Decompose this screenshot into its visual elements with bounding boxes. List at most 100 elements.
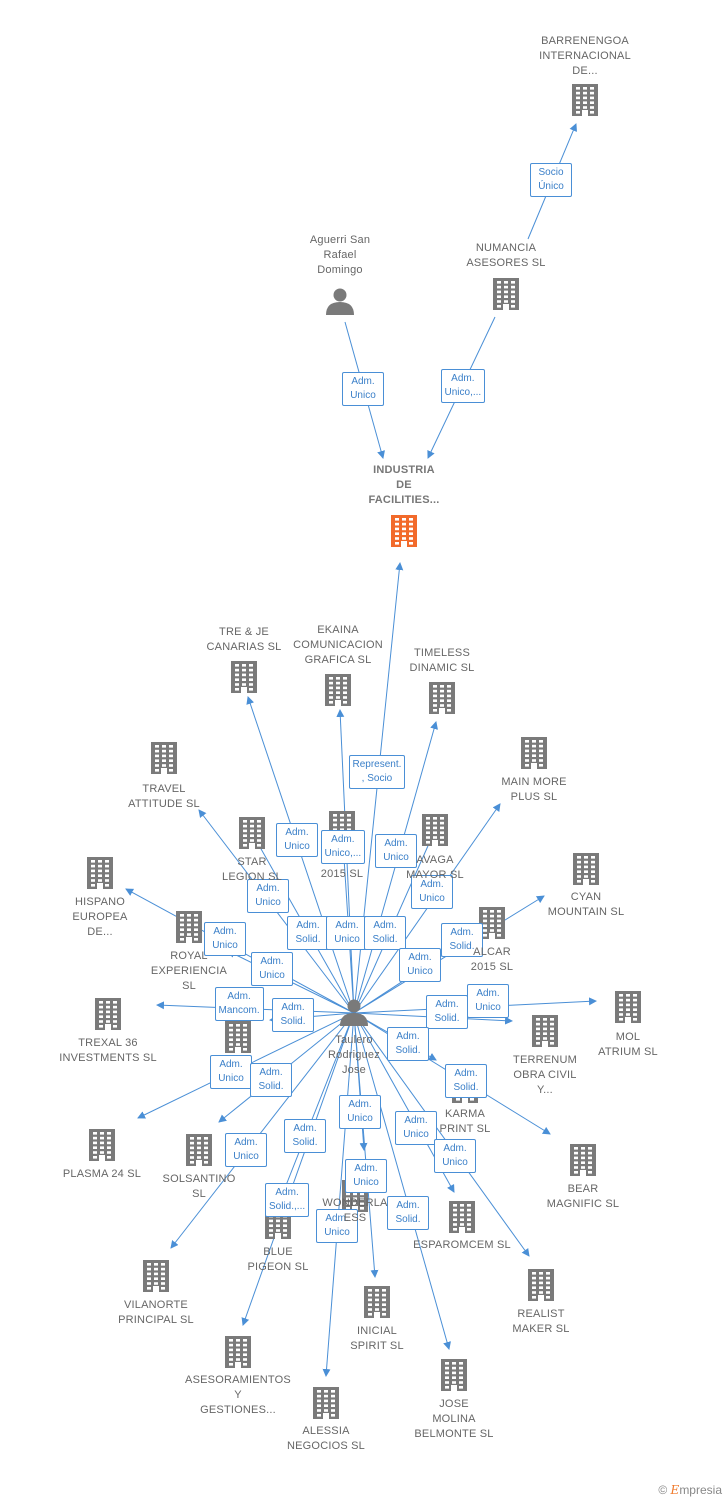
node-label-asesoramientos[interactable]: ASESORAMIENTOS Y GESTIONES... <box>185 1374 291 1416</box>
node-label-jose[interactable]: JOSE MOLINA BELMONTE SL <box>414 1398 494 1440</box>
edge-label-taulero-to-travel[interactable]: Adm. Unico <box>247 879 289 913</box>
node-label-hispano[interactable]: HISPANO EUROPEA DE... <box>72 896 128 938</box>
edge-label-taulero-to-bear[interactable]: Adm. Solid. <box>445 1064 487 1098</box>
focus-building-icon-industria[interactable] <box>391 515 417 547</box>
edge-label-numancia-to-barrenengoa[interactable]: Socio Único <box>530 163 572 197</box>
building-icon-trejecan[interactable] <box>231 661 257 693</box>
node-label-travel[interactable]: TRAVEL ATTITUDE SL <box>128 783 200 810</box>
building-icon-navaga[interactable] <box>422 814 448 846</box>
edge-label-taulero-to-esparomcem[interactable]: Adm. Unico <box>395 1111 437 1145</box>
edge-label-taulero-to-karma[interactable]: Adm. Solid. <box>387 1027 429 1061</box>
node-label-n2015[interactable]: 2015 SL <box>320 868 364 880</box>
edge-label-taulero-to-bluepigeon[interactable]: Adm. Solid. <box>284 1119 326 1153</box>
building-icon-jose[interactable] <box>441 1359 467 1391</box>
edge-label-taulero-to-trexal[interactable]: Adm. Mancom. <box>214 987 264 1021</box>
edge-label-taulero-to-solsantino[interactable]: Adm. Solid. <box>250 1063 292 1097</box>
edge-label-taulero-to-hispano[interactable]: Adm. Unico <box>204 922 246 956</box>
node-label-industria[interactable]: INDUSTRIA DE FACILITIES... <box>368 464 440 506</box>
edge-taulero-to-bluepigeon <box>279 1012 355 1199</box>
building-icon-numancia[interactable] <box>493 278 519 310</box>
node-label-mainmore[interactable]: MAIN MORE PLUS SL <box>501 776 567 803</box>
node-label-vilanorte[interactable]: VILANORTE PRINCIPAL SL <box>118 1299 194 1326</box>
edge-label-taulero-to-ekaina[interactable]: Adm. Unico,... <box>320 830 366 864</box>
edge-label-taulero-to-navaga[interactable]: Adm. Unico <box>411 875 453 909</box>
edge-label-taulero-to-jose[interactable]: Adm. Solid. <box>387 1196 429 1230</box>
edge-label-taulero-to-timeless[interactable]: Adm. Unico <box>375 834 417 868</box>
edge-label-taulero-to-royal[interactable]: Adm. Unico <box>251 952 293 986</box>
person-icon-taulero[interactable] <box>340 999 368 1027</box>
edge-label-taulero-to-mainmore[interactable]: Adm. Solid. <box>364 916 406 950</box>
building-icon-asesoramientos[interactable] <box>225 1336 251 1368</box>
building-icon-bear[interactable] <box>570 1144 596 1176</box>
node-label-plasma[interactable]: PLASMA 24 SL <box>62 1168 142 1180</box>
node-label-inicial[interactable]: INICIAL SPIRIT SL <box>350 1325 404 1352</box>
edge-label-taulero-to-alcar[interactable]: Adm. Unico <box>399 948 441 982</box>
node-label-aguerri[interactable]: Aguerri San Rafael Domingo <box>309 234 371 276</box>
building-icon-hispano[interactable] <box>87 857 113 889</box>
edge-label-taulero-to-industria[interactable]: Represent. , Socio <box>348 755 406 789</box>
building-icon-alessia[interactable] <box>313 1387 339 1419</box>
node-label-bear[interactable]: BEAR MAGNIFIC SL <box>546 1183 620 1210</box>
building-icon-timeless[interactable] <box>429 682 455 714</box>
edge-taulero-to-alessia <box>322 1012 355 1377</box>
building-icon-mol[interactable] <box>615 991 641 1023</box>
node-label-bluepigeon[interactable]: BLUE PIGEON SL <box>247 1246 309 1273</box>
node-label-mol[interactable]: MOL ATRIUM SL <box>598 1031 658 1058</box>
building-icon-midleft[interactable] <box>225 1021 251 1053</box>
node-label-taulero[interactable]: Taulero Rodriguez Jose <box>328 1034 380 1076</box>
building-icon-cyan[interactable] <box>573 853 599 885</box>
building-icon-trexal[interactable] <box>95 998 121 1030</box>
node-label-wonderla[interactable]: WONDERLA ESS <box>322 1197 388 1224</box>
edge-label-taulero-to-plasma[interactable]: Adm. Unico <box>210 1055 252 1089</box>
edge-label-taulero-to-n2015[interactable]: Adm. Unico <box>326 916 368 950</box>
building-icon-mainmore[interactable] <box>521 737 547 769</box>
person-icon-aguerri[interactable] <box>326 288 354 316</box>
node-label-esparomcem[interactable]: ESPAROMCEM SL <box>413 1239 511 1251</box>
node-label-numancia[interactable]: NUMANCIA ASESORES SL <box>466 242 546 269</box>
edge-label-taulero-to-inicial[interactable]: Adm. Unico <box>345 1159 387 1193</box>
node-label-trexal[interactable]: TREXAL 36 INVESTMENTS SL <box>59 1037 157 1064</box>
node-label-karma[interactable]: KARMA PRINT SL <box>439 1108 491 1135</box>
node-label-solsantino[interactable]: SOLSANTINO SL <box>162 1173 236 1200</box>
building-icon-inicial[interactable] <box>364 1286 390 1318</box>
node-label-cyan[interactable]: CYAN MOUNTAIN SL <box>547 891 625 918</box>
edge-label-aguerri-to-industria[interactable]: Adm. Unico <box>342 372 384 406</box>
edge-taulero-to-asesoramientos <box>241 1012 355 1326</box>
building-icon-vilanorte[interactable] <box>143 1260 169 1292</box>
building-icon-terrenum[interactable] <box>532 1015 558 1047</box>
building-icon-ekaina[interactable] <box>325 674 351 706</box>
node-label-star[interactable]: STAR LEGION SL <box>222 856 282 883</box>
edge-label-taulero-to-realist[interactable]: Adm. Unico <box>434 1139 476 1173</box>
building-icon-barrenengoa[interactable] <box>572 84 598 116</box>
node-label-barrenengoa[interactable]: BARRENENGOA INTERNACIONAL DE... <box>539 35 631 77</box>
edge-label-taulero-to-asesoramientos[interactable]: Adm. Solid.,... <box>265 1183 310 1217</box>
edge-label-taulero-to-alessia[interactable]: Adm. Unico <box>316 1209 358 1243</box>
node-label-alessia[interactable]: ALESSIA NEGOCIOS SL <box>287 1425 365 1452</box>
building-icon-royal[interactable] <box>176 911 202 943</box>
edge-label-taulero-to-cyan[interactable]: Adm. Solid. <box>441 923 483 957</box>
building-icon-realist[interactable] <box>528 1269 554 1301</box>
building-icon-solsantino[interactable] <box>186 1134 212 1166</box>
node-label-ekaina[interactable]: EKAINA COMUNICACION GRAFICA SL <box>293 624 383 666</box>
building-icon-esparomcem[interactable] <box>449 1201 475 1233</box>
node-label-realist[interactable]: REALIST MAKER SL <box>512 1308 570 1335</box>
edge-label-numancia-to-industria[interactable]: Adm. Unico,... <box>440 369 486 403</box>
building-icon-plasma[interactable] <box>89 1129 115 1161</box>
node-label-trejecan[interactable]: TRE & JE CANARIAS SL <box>206 626 282 653</box>
node-label-timeless[interactable]: TIMELESS DINAMIC SL <box>409 647 475 674</box>
building-icon-alcar[interactable] <box>479 907 505 939</box>
edge-label-taulero-to-star[interactable]: Adm. Solid. <box>287 916 329 950</box>
edge-label-taulero-to-trejecan[interactable]: Adm. Unico <box>276 823 318 857</box>
edge-label-taulero-to-mol[interactable]: Adm. Unico <box>467 984 509 1018</box>
building-icon-travel[interactable] <box>151 742 177 774</box>
node-label-alcar[interactable]: ALCAR 2015 SL <box>470 946 514 973</box>
node-label-navaga[interactable]: AVAGA MAYOR SL <box>406 854 464 881</box>
edge-label-taulero-to-vilanorte[interactable]: Adm. Unico <box>225 1133 267 1167</box>
building-icon-star[interactable] <box>239 817 265 849</box>
edge-label-taulero-to-midleft[interactable]: Adm. Solid. <box>272 998 314 1032</box>
edge-label-taulero-to-terrenum[interactable]: Adm. Solid. <box>426 995 468 1029</box>
node-label-terrenum[interactable]: TERRENUM OBRA CIVIL Y... <box>513 1054 577 1096</box>
edge-label-taulero-to-wonderla[interactable]: Adm. Unico <box>339 1095 381 1129</box>
node-label-royal[interactable]: ROYAL EXPERIENCIA SL <box>150 950 228 992</box>
